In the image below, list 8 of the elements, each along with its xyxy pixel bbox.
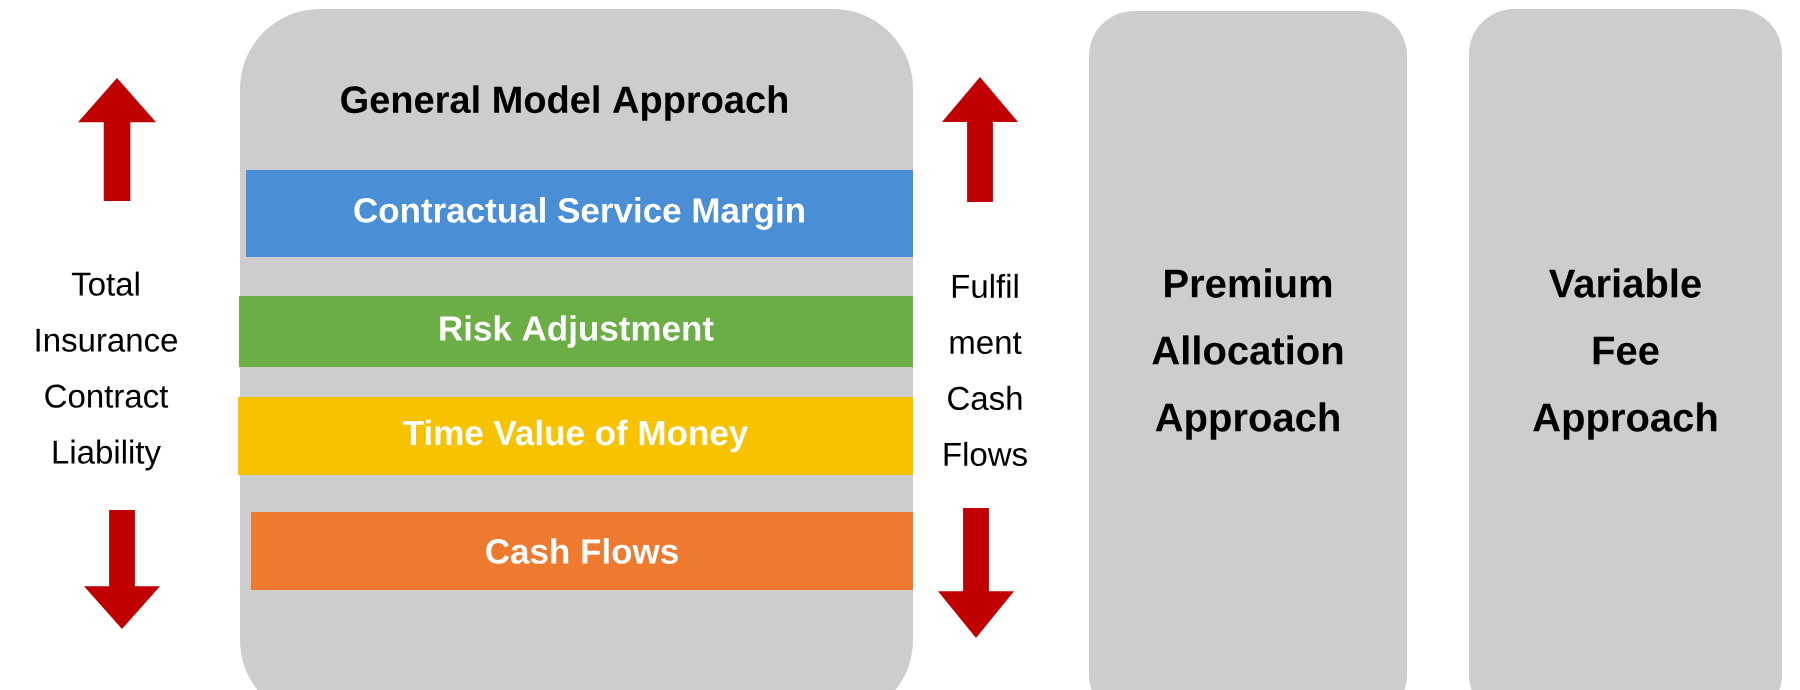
- approach-column: Premium Allocation Approach: [1089, 11, 1407, 690]
- layer-band: Risk Adjustment: [239, 296, 913, 367]
- layer-band: Time Value of Money: [238, 397, 913, 475]
- side-label: Total Insurance Contract Liability: [36, 271, 177, 471]
- side-label: Fulfil ment Cash Flows: [944, 273, 1027, 467]
- layer-band: Contractual Service Margin: [246, 170, 913, 257]
- approach-column: Variable Fee Approach: [1469, 9, 1782, 690]
- layer-band: Cash Flows: [251, 512, 913, 590]
